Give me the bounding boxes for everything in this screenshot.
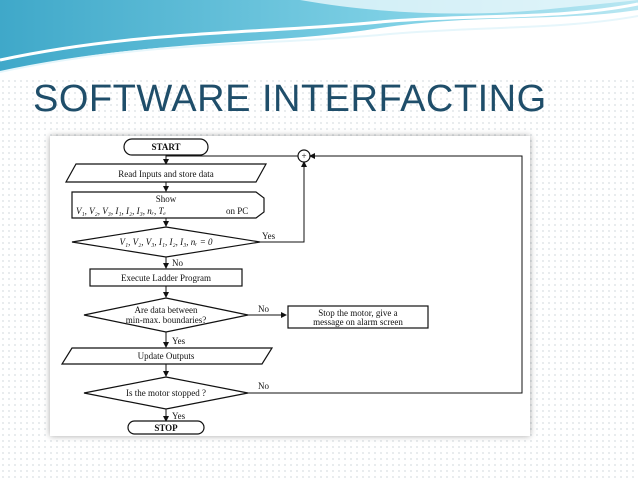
data-check-line2: min-max. boundaries? [126,315,206,325]
arrow-condition-yes [260,161,307,243]
stop-motor-box [287,305,429,329]
show-display-box [71,191,265,219]
motor-no-label: No [258,381,269,391]
execute-label: Execute Ladder Program [121,273,211,283]
show-vars: V₁, V₂, V₃, I₁, I₂, I₃, nᵣ, Tₑ [76,206,166,216]
motor-stopped-label: Is the motor stopped ? [126,388,206,398]
show-label: Show [156,194,177,204]
stop-motor-line2: message on alarm screen [313,317,403,327]
stop-label: STOP [154,423,178,433]
flowchart-figure: START Read Inputs and store data Show V₁… [50,136,530,436]
arrow-motor-no-loop [248,153,523,394]
update-outputs-box [60,347,274,365]
condition-yes-label: Yes [262,231,276,241]
condition-no-label: No [172,258,183,268]
flowchart-svg: START Read Inputs and store data Show V₁… [60,138,523,435]
read-inputs-box [64,163,268,183]
show-suffix: on PC [226,206,248,216]
update-outputs-label: Update Outputs [138,351,195,361]
junction-label: + [301,151,306,161]
stop-terminal [127,420,205,435]
data-check-line1: Are data between [135,305,198,315]
motor-yes-label: Yes [172,411,186,421]
read-inputs-label: Read Inputs and store data [118,169,213,179]
data-check-no-label: No [258,304,269,314]
header-banner [0,0,638,78]
slide-title: SOFTWARE INTERFACTING [33,78,547,120]
stop-motor-line1: Stop the motor, give a [318,308,397,318]
data-check-yes-label: Yes [172,336,186,346]
start-label: START [151,142,180,152]
condition-label: V₁, V₂, V₃, I₁, I₂, I₃, nᵣ = 0 [119,237,213,247]
